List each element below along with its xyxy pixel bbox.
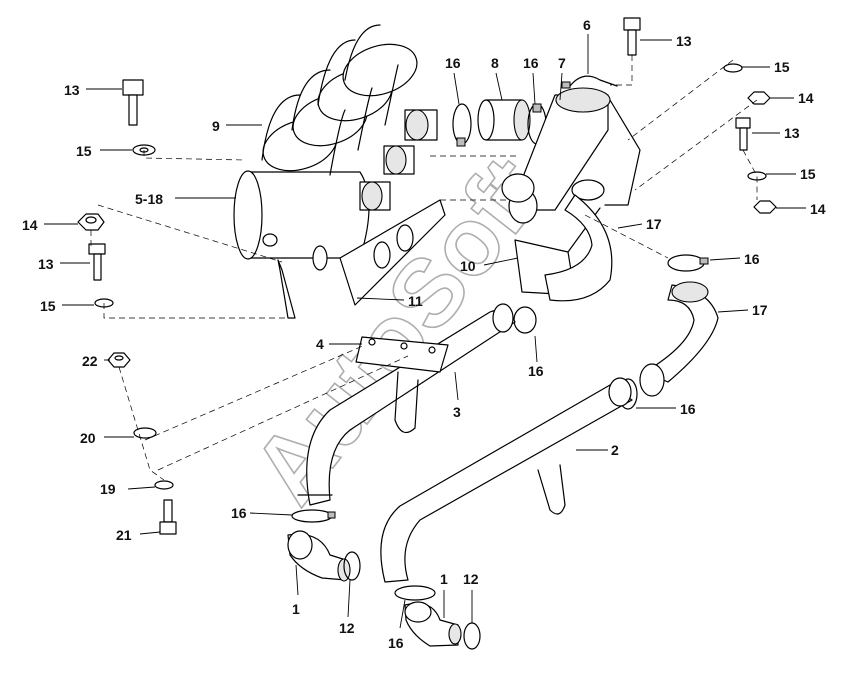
- callout-20: 20: [80, 430, 96, 446]
- callout-16: 16: [528, 363, 544, 379]
- clamp-16-f: [513, 306, 537, 334]
- callout-16: 16: [744, 251, 760, 267]
- callout-8: 8: [491, 55, 499, 71]
- bolt-21: [159, 499, 177, 535]
- callout-14: 14: [798, 90, 814, 106]
- callout-4: 4: [316, 336, 324, 352]
- elbow-1-right: [404, 601, 462, 647]
- callout-12: 12: [339, 620, 355, 636]
- flex-pipe-17-upper: [544, 194, 613, 302]
- bolt-13-top-left: [122, 79, 144, 126]
- callout-19: 19: [100, 481, 116, 497]
- callout-16: 16: [231, 505, 247, 521]
- assembly-lines: [90, 55, 758, 481]
- clamp-16-h: [394, 585, 436, 601]
- muffler-assembly: [233, 24, 446, 319]
- callout-15: 15: [774, 59, 790, 75]
- callouts: 13 15 14 13 15 5-18 9 16 8 16 7 6 13 15 …: [22, 17, 826, 651]
- bracket-4: [355, 336, 449, 434]
- nut-14-top-right: [747, 91, 771, 105]
- callout-16: 16: [388, 635, 404, 651]
- callout-16: 16: [680, 401, 696, 417]
- bracket-left: [277, 245, 328, 319]
- callout-6: 6: [583, 17, 591, 33]
- clamp-16-c: [571, 179, 605, 201]
- nut-14-right: [753, 200, 777, 214]
- callout-13: 13: [784, 125, 800, 141]
- callout-13: 13: [64, 82, 80, 98]
- callout-21: 21: [116, 527, 132, 543]
- pipe-3: [297, 303, 516, 506]
- bolt-13-left: [88, 243, 106, 281]
- callout-10: 10: [460, 258, 476, 274]
- callout-13: 13: [676, 33, 692, 49]
- bolt-13-right: [735, 117, 751, 151]
- callout-12: 12: [463, 571, 479, 587]
- callout-17: 17: [646, 216, 662, 232]
- callout-14: 14: [22, 217, 38, 233]
- callout-5-18: 5-18: [135, 191, 163, 207]
- clamp-12-left: [343, 551, 361, 581]
- callout-14: 14: [810, 201, 826, 217]
- nut-22: [107, 352, 131, 368]
- callout-16: 16: [523, 55, 539, 71]
- callout-13: 13: [38, 256, 54, 272]
- callout-7: 7: [558, 55, 566, 71]
- callout-1: 1: [292, 601, 300, 617]
- washer-20: [133, 427, 157, 439]
- muffler-outlet-tube: [359, 109, 438, 211]
- bracket-11: [339, 199, 446, 306]
- bolt-13-top-right: [623, 17, 641, 56]
- callout-15: 15: [800, 166, 816, 182]
- flex-pipe-17-lower: [639, 281, 719, 397]
- callout-16: 16: [445, 55, 461, 71]
- callout-15: 15: [40, 298, 56, 314]
- nut-14-left: [77, 213, 105, 231]
- sleeve-8: [477, 99, 531, 141]
- callout-3: 3: [453, 404, 461, 420]
- clamp-12-right: [463, 622, 481, 650]
- tailpipe-7: [501, 87, 641, 224]
- callout-17: 17: [752, 302, 768, 318]
- callout-9: 9: [212, 118, 220, 134]
- washer-15-top-right: [723, 63, 743, 73]
- callout-15: 15: [76, 143, 92, 159]
- callout-11: 11: [408, 293, 423, 309]
- clamp-16-g: [291, 509, 336, 523]
- clamp-6: [561, 75, 618, 89]
- callout-2: 2: [611, 442, 619, 458]
- pipe-2: [380, 377, 633, 583]
- clamp-16-a: [452, 103, 472, 147]
- clamp-16-d: [667, 254, 709, 272]
- callout-1: 1: [440, 571, 448, 587]
- elbow-1-left: [287, 530, 351, 582]
- callout-22: 22: [82, 353, 98, 369]
- washer-19: [154, 480, 174, 490]
- leader-lines: [44, 34, 806, 629]
